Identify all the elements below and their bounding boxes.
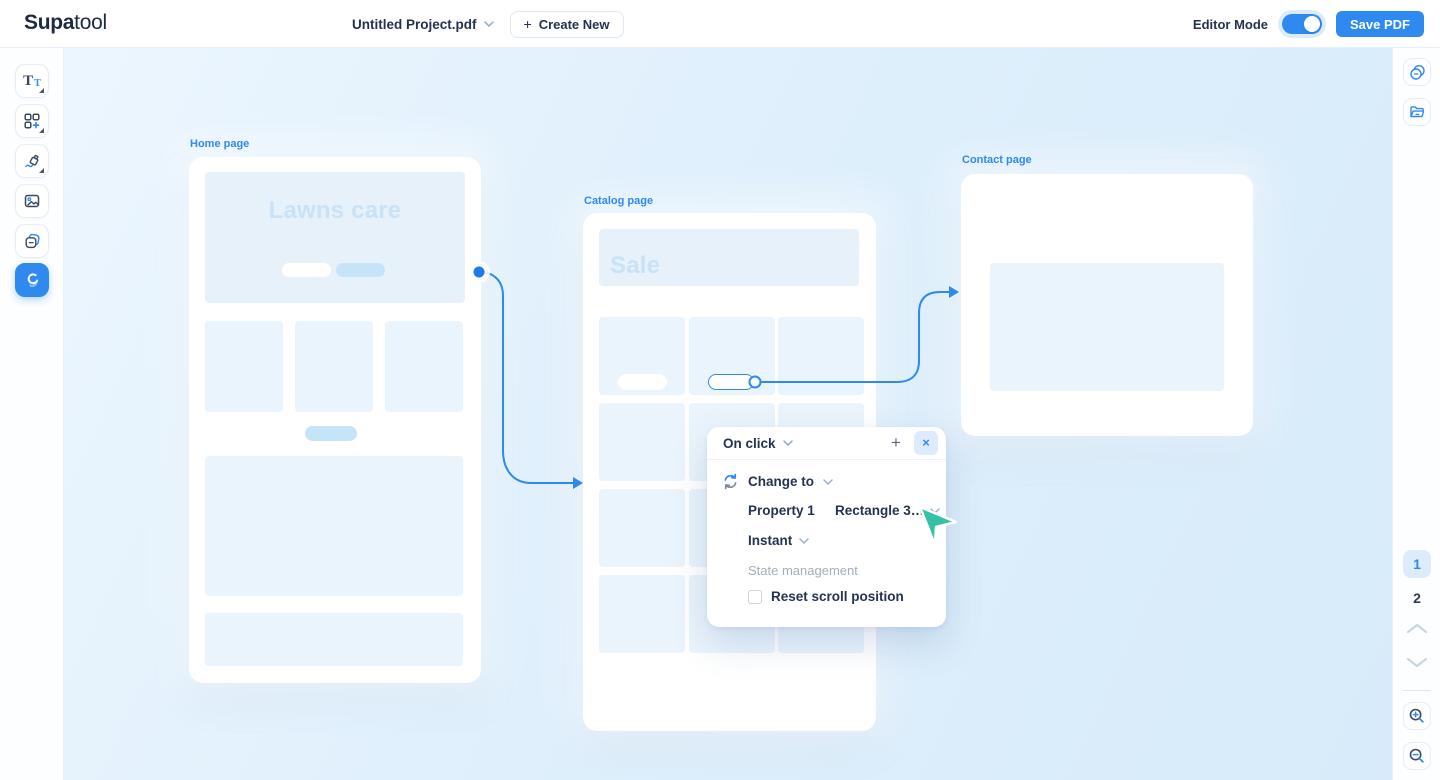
image-icon <box>24 194 40 208</box>
folder-icon <box>1410 106 1425 118</box>
shapes-icon <box>24 113 40 129</box>
stickers-icon <box>25 233 40 248</box>
pages-panel-button[interactable] <box>1403 58 1431 86</box>
plus-icon: + <box>523 16 532 32</box>
page-2-chip[interactable]: 2 <box>1403 584 1431 612</box>
chevron-down-icon <box>483 21 494 27</box>
catalog-hero-title: Sale <box>610 252 661 279</box>
trigger-dropdown[interactable]: On click <box>723 436 793 451</box>
stickers-tool-button[interactable] <box>15 224 49 258</box>
page-up-button[interactable] <box>1405 622 1429 638</box>
catalog-grid-block <box>599 575 685 653</box>
interactions-tool-button[interactable] <box>15 263 49 297</box>
draw-tool-button[interactable] <box>15 144 49 178</box>
zoom-in-icon <box>1409 708 1424 723</box>
catalog-grid-block <box>599 489 685 567</box>
pages-icon <box>1409 64 1425 80</box>
project-name: Untitled Project.pdf <box>352 16 477 32</box>
chevron-down-icon <box>782 440 793 446</box>
reset-scroll-label: Reset scroll position <box>771 589 904 604</box>
save-pdf-button[interactable]: Save PDF <box>1336 11 1424 37</box>
elements-tool-button[interactable] <box>15 104 49 138</box>
chevron-down-icon <box>1406 657 1428 668</box>
files-panel-button[interactable] <box>1403 98 1431 126</box>
home-content-block <box>205 456 463 596</box>
easing-label: Instant <box>748 533 793 548</box>
add-interaction-button[interactable]: + <box>884 431 908 455</box>
toggle-knob <box>1304 16 1321 32</box>
ink-pen-icon <box>24 154 39 167</box>
home-card-block <box>385 321 463 412</box>
home-card-block <box>295 321 373 412</box>
project-name-dropdown[interactable]: Untitled Project.pdf <box>352 17 494 32</box>
close-popup-button[interactable]: × <box>914 431 938 455</box>
flyout-indicator <box>39 128 44 133</box>
chevron-down-icon <box>799 537 810 544</box>
flyout-indicator <box>39 88 44 93</box>
zoom-out-button[interactable] <box>1403 742 1431 770</box>
editor-mode-toggle[interactable] <box>1282 14 1323 34</box>
home-hero-button-primary <box>282 263 331 277</box>
catalog-grid-block <box>599 403 685 481</box>
action-label: Change to <box>748 474 814 489</box>
zoom-out-icon <box>1409 748 1424 763</box>
app-logo: Supatool <box>24 11 107 35</box>
home-card-block <box>205 321 283 412</box>
divider <box>1403 690 1431 691</box>
logo-light: tool <box>74 11 107 34</box>
action-dropdown[interactable]: Change to <box>722 473 833 490</box>
trigger-label: On click <box>723 435 776 451</box>
editor-mode-label: Editor Mode <box>1192 16 1269 32</box>
page-down-button[interactable] <box>1405 656 1429 672</box>
right-toolbar: 1 2 <box>1392 48 1440 780</box>
property-label: Property 1 <box>748 503 815 518</box>
selected-element-rectangle[interactable] <box>708 374 754 390</box>
reset-scroll-checkbox[interactable] <box>748 589 762 604</box>
property-row: Property 1 Rectangle 3… <box>748 503 941 518</box>
zoom-in-button[interactable] <box>1403 702 1431 730</box>
home-pill-block <box>305 426 357 441</box>
chevron-down-icon <box>823 478 833 485</box>
change-to-icon <box>724 473 737 490</box>
property-value: Rectangle 3… <box>835 503 925 518</box>
artboard-home[interactable]: Lawns care <box>189 157 481 683</box>
home-hero-block: Lawns care <box>205 172 465 303</box>
state-management-label: State management <box>748 563 858 578</box>
home-hero-button-secondary <box>336 263 385 277</box>
top-bar: Supatool Untitled Project.pdf + Create N… <box>0 0 1440 48</box>
create-new-button[interactable]: + Create New <box>509 10 624 38</box>
interaction-popup: On click + × Change to Property 1 Rectan… <box>707 427 946 627</box>
home-hero-title: Lawns care <box>268 197 402 224</box>
artboard-contact[interactable] <box>961 174 1253 436</box>
catalog-pill-block <box>618 374 667 390</box>
easing-dropdown[interactable]: Instant <box>748 533 810 548</box>
interaction-link-icon <box>27 273 39 287</box>
catalog-hero-block: Sale <box>599 229 859 286</box>
collaborator-cursor-icon <box>918 505 958 547</box>
image-tool-button[interactable] <box>15 184 49 218</box>
logo-bold: Supa <box>24 11 75 34</box>
artboard-label-catalog[interactable]: Catalog page <box>584 195 654 207</box>
contact-content-block <box>990 263 1224 391</box>
page-1-chip[interactable]: 1 <box>1403 550 1431 578</box>
artboard-label-contact[interactable]: Contact page <box>962 154 1032 166</box>
create-new-label: Create New <box>538 16 610 32</box>
artboard-label-home[interactable]: Home page <box>190 138 250 150</box>
chevron-up-icon <box>1406 623 1428 634</box>
home-footer-block <box>205 613 463 666</box>
flyout-indicator <box>39 168 44 173</box>
catalog-grid-block <box>778 317 864 395</box>
reset-scroll-row: Reset scroll position <box>748 589 904 604</box>
